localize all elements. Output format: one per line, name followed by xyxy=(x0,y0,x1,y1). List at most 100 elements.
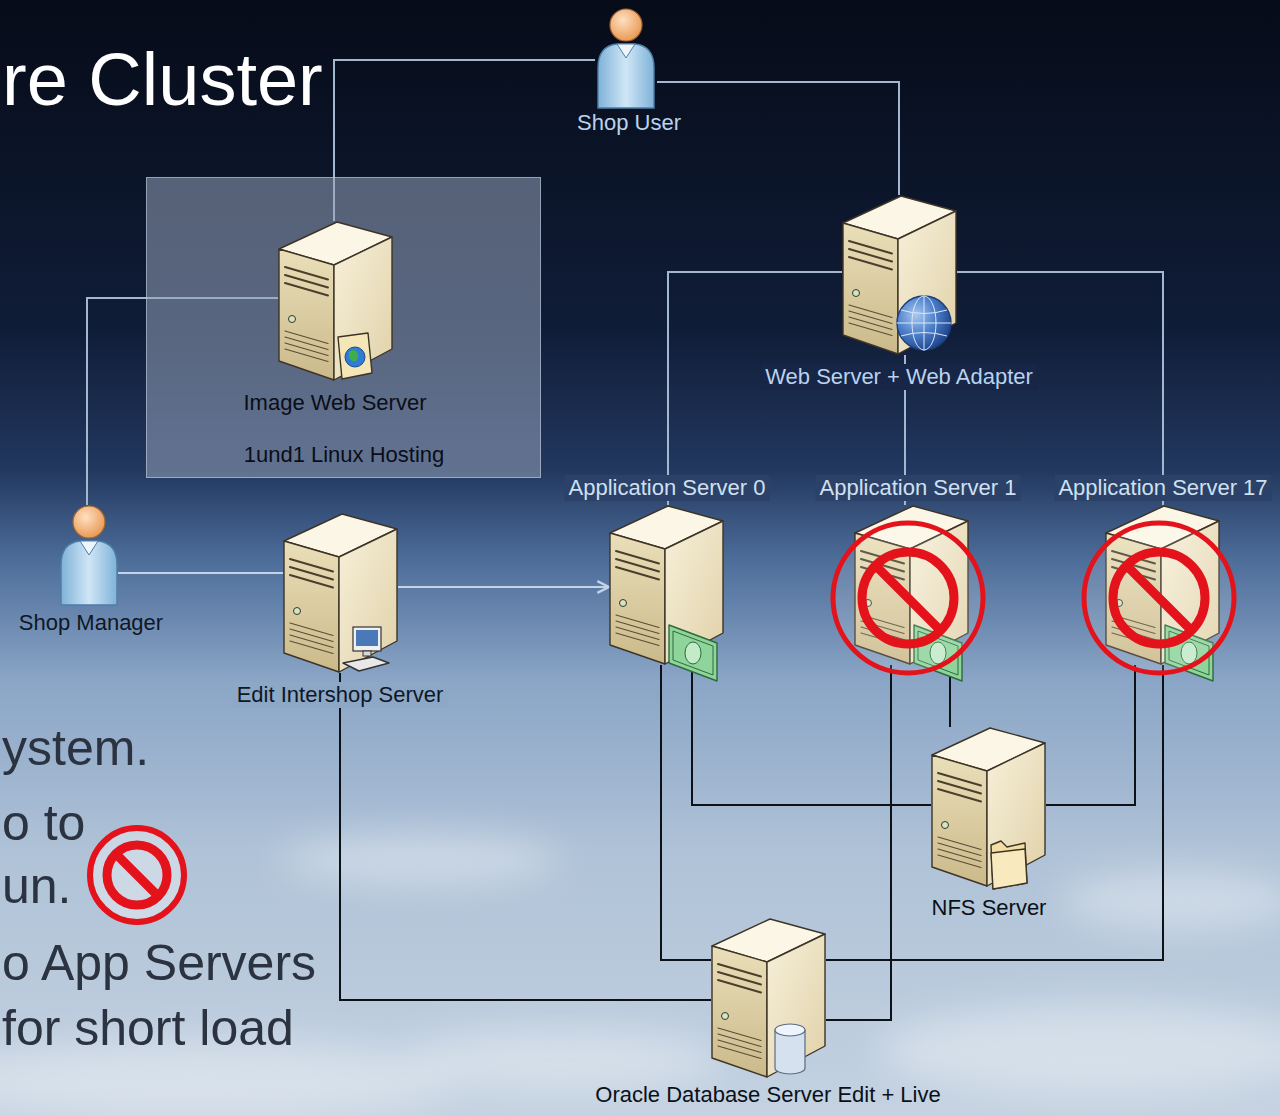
person-figure xyxy=(61,506,117,605)
server-icon xyxy=(609,505,724,665)
cloud-layer xyxy=(0,834,1280,1116)
server-badge xyxy=(897,296,951,350)
vent-line xyxy=(718,1046,761,1059)
power-light xyxy=(620,600,627,607)
vent-line xyxy=(285,349,328,362)
slide-text-fragment: o to xyxy=(2,798,85,848)
cloud xyxy=(1060,870,1280,930)
prohibition-inner-ring xyxy=(1113,552,1205,644)
prohibition-slash xyxy=(116,854,158,896)
slide-text-fragment: for short load xyxy=(2,1003,294,1053)
power-light xyxy=(294,608,301,615)
person-figure xyxy=(598,9,654,108)
money-portrait xyxy=(685,642,701,664)
slide-text-fragment: o App Servers xyxy=(2,938,316,988)
power-light xyxy=(289,316,296,323)
person-collar xyxy=(80,541,98,555)
person-head xyxy=(610,9,642,41)
person-body xyxy=(598,44,654,108)
prohibition-ring xyxy=(833,523,983,673)
monitor xyxy=(353,627,381,651)
vent-line xyxy=(718,1034,761,1047)
server-side xyxy=(767,934,825,1077)
vent-line xyxy=(290,623,333,636)
folder-icon xyxy=(991,841,1027,889)
server-node: Oracle Database Server Edit + Live xyxy=(711,918,826,1078)
hosting-band: 1und1 Linux Hosting Image Web Server xyxy=(146,177,541,478)
vent-line xyxy=(938,855,981,868)
vent-line xyxy=(849,305,892,318)
globe xyxy=(897,296,951,350)
person-icon xyxy=(595,8,657,108)
server-tower xyxy=(284,514,397,672)
prohibition-ring xyxy=(1084,523,1234,673)
connector-line xyxy=(657,82,899,195)
money-bill xyxy=(669,625,717,681)
monitor-screen xyxy=(356,630,378,646)
vent-line xyxy=(285,337,328,350)
server-node: Image Web Server xyxy=(278,221,393,381)
vent-line xyxy=(616,627,659,640)
server-node: Edit Intershop Server xyxy=(283,513,398,673)
globe-axis xyxy=(924,296,925,350)
cloud xyxy=(400,1030,720,1090)
slide-text-fragment: ystem. xyxy=(2,723,149,773)
vent-line xyxy=(616,633,659,646)
connector-line xyxy=(661,665,711,960)
prohibition-inner-ring xyxy=(107,845,167,905)
vent-line xyxy=(938,843,981,856)
server-badge xyxy=(338,333,372,379)
server-tower xyxy=(279,222,392,380)
drive-bay xyxy=(616,567,659,580)
connector-line xyxy=(692,665,931,805)
server-node: Application Server 17 xyxy=(1105,505,1220,665)
server-front xyxy=(284,541,339,672)
server-badge xyxy=(669,625,717,681)
node-label: Image Web Server xyxy=(239,390,430,416)
vent-line xyxy=(849,323,892,336)
person-icon xyxy=(58,505,118,605)
money-bill-inner xyxy=(673,631,713,675)
vent-line xyxy=(938,849,981,862)
node-label: Shop User xyxy=(573,110,685,136)
drive-bay xyxy=(849,257,892,270)
server-node: Web Server + Web Adapter xyxy=(842,195,957,355)
node-label: NFS Server xyxy=(928,895,1051,921)
person-head xyxy=(73,506,105,538)
server-front xyxy=(610,533,665,664)
server-tower xyxy=(1084,506,1234,681)
prohibition-symbol xyxy=(90,828,184,922)
drive-bay xyxy=(718,980,761,993)
person-body xyxy=(61,541,117,605)
server-front xyxy=(932,755,987,886)
server-tower xyxy=(833,506,983,681)
server-icon xyxy=(283,513,398,673)
vent-line xyxy=(718,1028,761,1041)
server-tower xyxy=(932,728,1045,889)
server-icon xyxy=(278,221,393,381)
vent-line xyxy=(849,311,892,324)
node-label: Shop Manager xyxy=(15,610,167,636)
connector-line xyxy=(1046,665,1135,805)
server-side xyxy=(339,529,397,672)
folder-front xyxy=(991,849,1027,889)
server-icon xyxy=(931,727,1046,887)
node-label: Application Server 1 xyxy=(816,475,1021,501)
node-label: 1und1 Linux Hosting xyxy=(240,442,449,468)
power-light xyxy=(942,822,949,829)
globe-land xyxy=(349,350,358,361)
connector-line xyxy=(398,586,609,588)
power-light xyxy=(722,1013,729,1020)
server-badge xyxy=(343,627,389,671)
node-label: Web Server + Web Adapter xyxy=(761,364,1037,390)
server-node: NFS Server xyxy=(931,727,1046,887)
vent-line xyxy=(290,629,333,642)
node-label: Application Server 0 xyxy=(565,475,770,501)
cloud xyxy=(880,1005,1280,1095)
server-tower xyxy=(712,919,825,1077)
server-badge xyxy=(991,841,1027,889)
drive-bay xyxy=(290,575,333,588)
prohibition-ring xyxy=(90,828,184,922)
